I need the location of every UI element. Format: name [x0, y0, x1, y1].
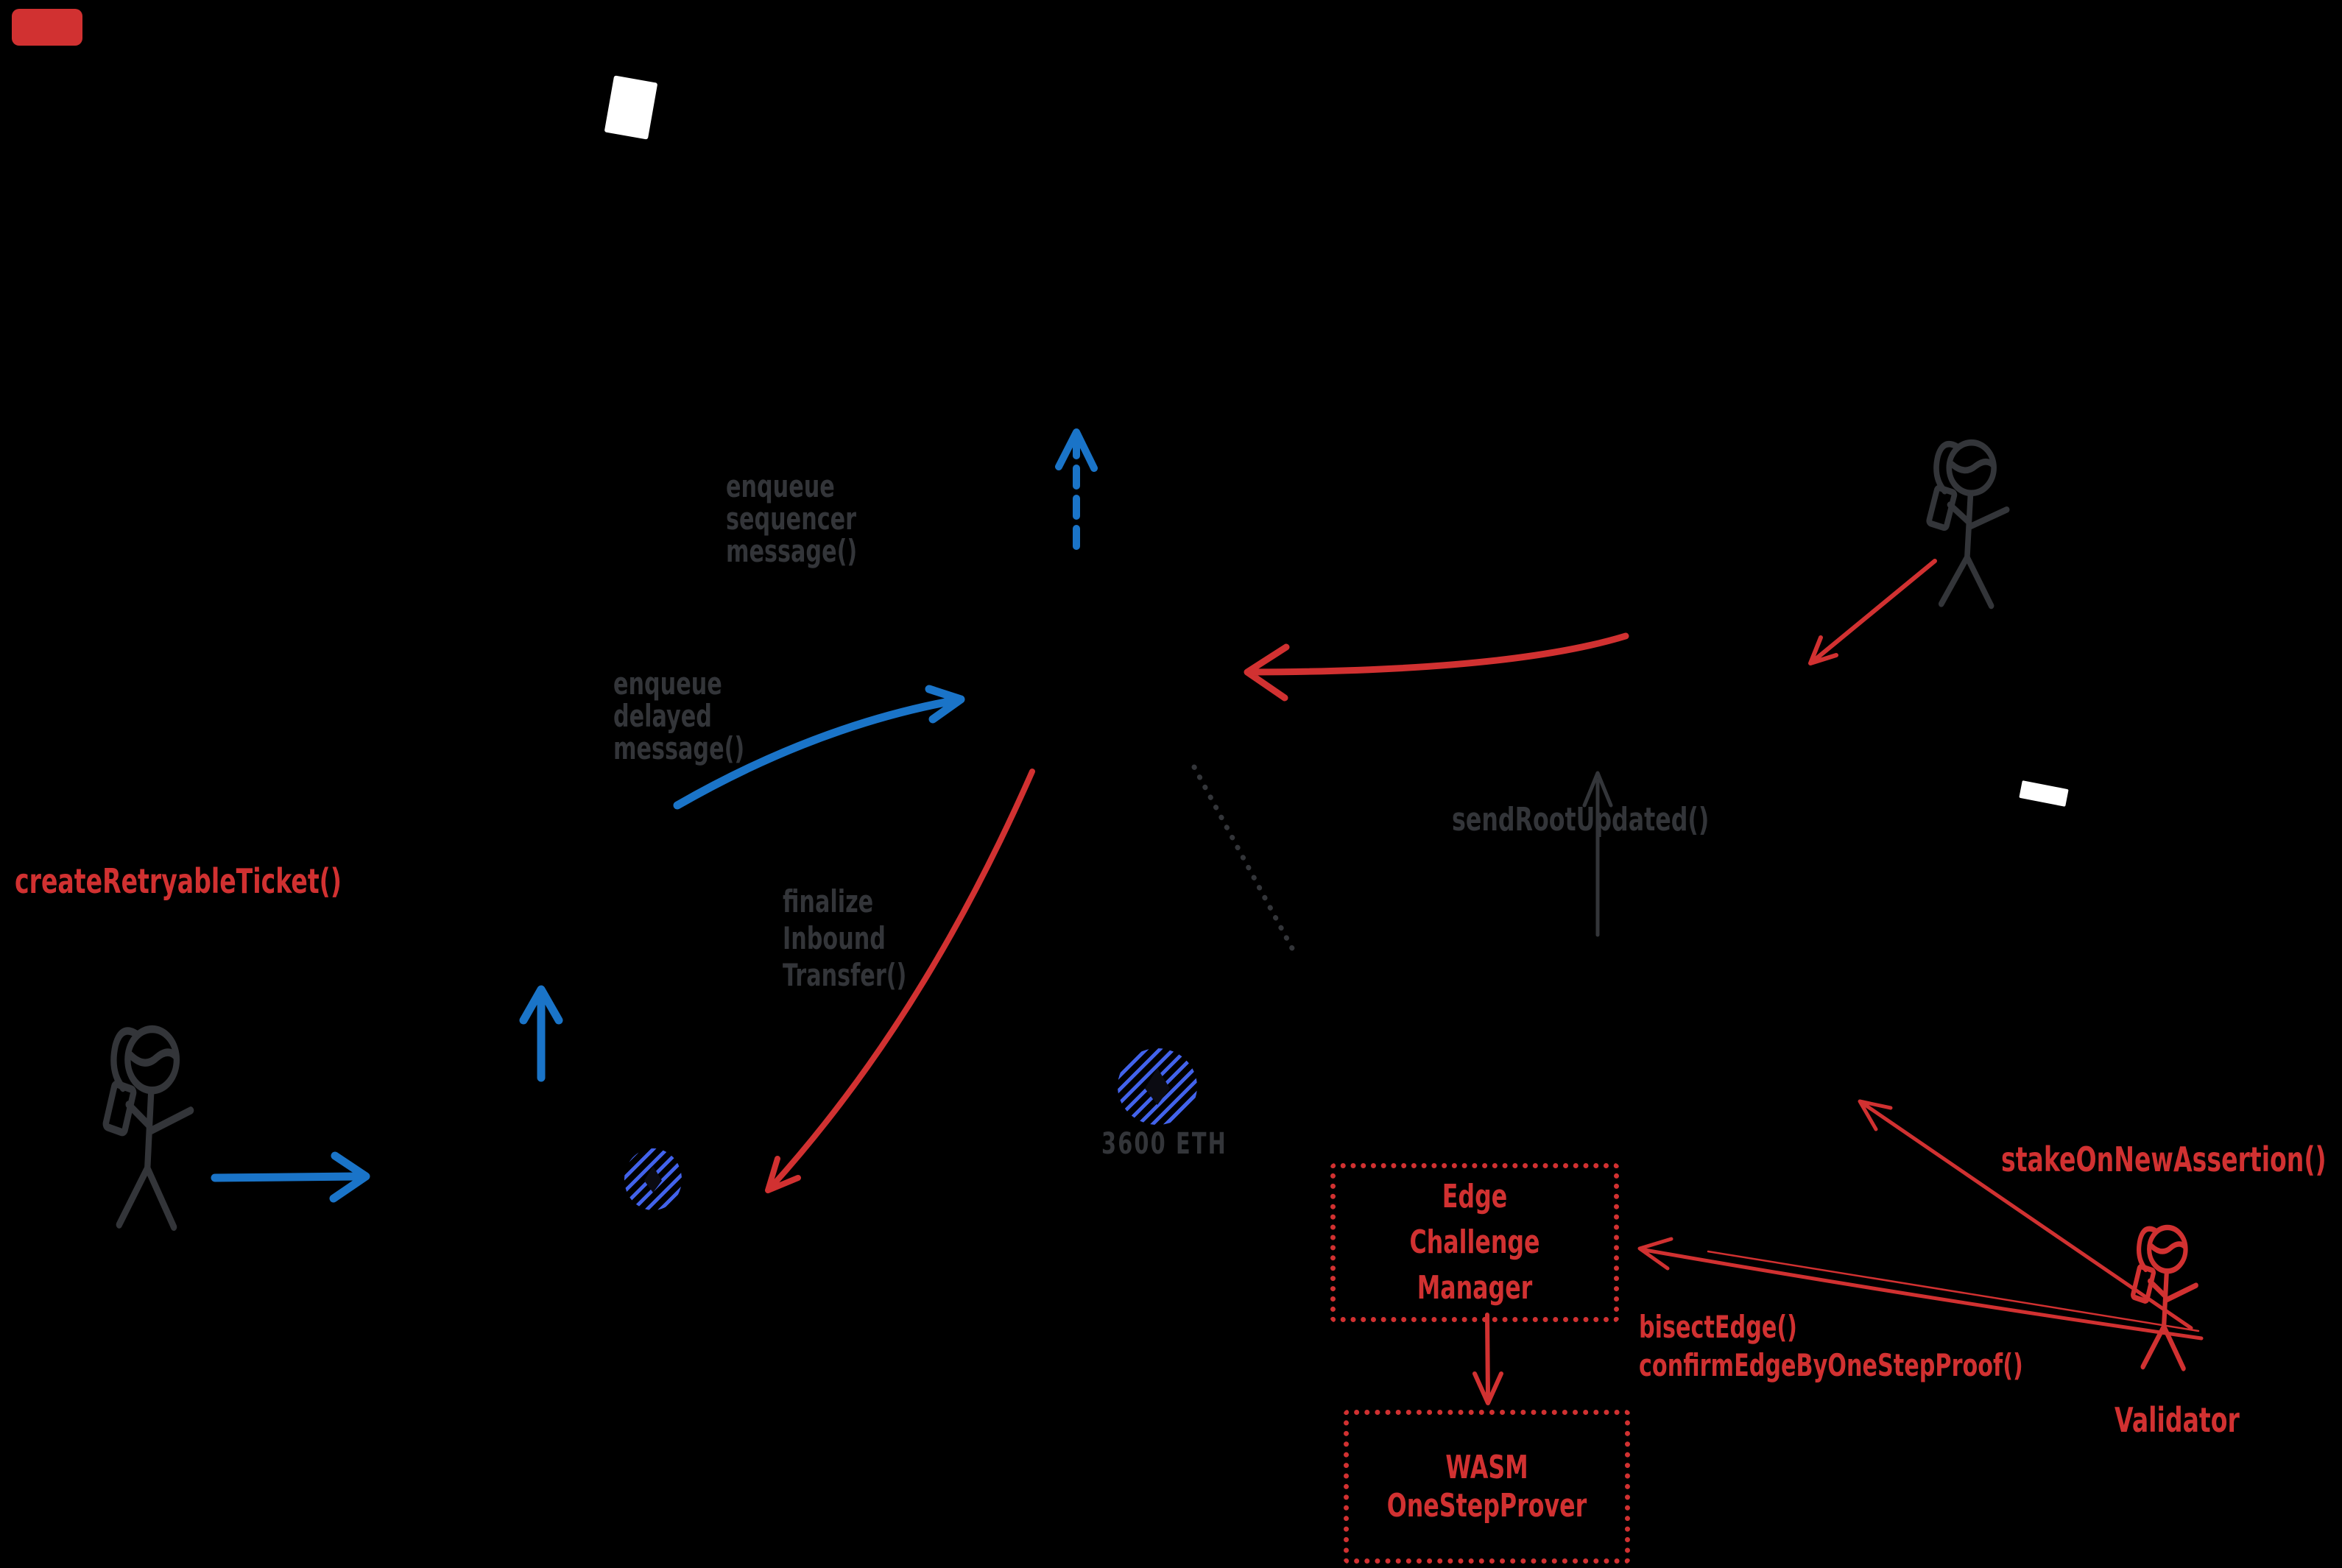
finalize-inbound-transfer-label: finalize Inbound Transfer() — [783, 883, 907, 993]
enqueue-delayed-message-label: enqueue delayed message() — [613, 665, 745, 766]
sequencer-feed-dashed-arrow-head — [1055, 428, 1098, 472]
wasm-one-step-prover-label: WASM OneStepProver — [1386, 1448, 1587, 1525]
enqueue-sequencer-message-label: enqueue sequencer message() — [726, 468, 858, 569]
user-figure — [105, 1029, 191, 1227]
staker-figure — [1928, 442, 2006, 606]
eth-coin-icon — [1118, 1048, 1197, 1125]
send-root-updated-label: sendRootUpdated() — [1452, 801, 1710, 838]
eth-coin-small-icon — [624, 1148, 682, 1210]
stake-on-new-assertion-arrow — [1858, 1099, 2193, 1330]
edge-challenge-manager-box: Edge Challenge Manager — [1330, 1163, 1619, 1322]
assertion-arrow — [1244, 632, 1629, 702]
bisect-edge-calls-label: bisectEdge() confirmEdgeByOneStepProof() — [1639, 1309, 2023, 1383]
enqueue-delayed-arrow — [673, 685, 965, 810]
send-root-updated-arrow — [1582, 771, 1613, 937]
create-retryable-ticket-label: createRetryableTicket() — [15, 861, 342, 901]
validator-label: Validator — [2114, 1400, 2240, 1440]
eth-amount-label: 3600 ETH — [1101, 1127, 1227, 1161]
wasm-one-step-prover-box: WASM OneStepProver — [1344, 1410, 1630, 1564]
edge-challenge-manager-label: Edge Challenge Manager — [1409, 1178, 1540, 1307]
bisect-edge-arrow-second-stroke — [1707, 1250, 2200, 1332]
stake-on-new-assertion-label: stakeOnNewAssertion() — [2001, 1140, 2327, 1179]
finalize-inbound-arrow — [765, 769, 1035, 1193]
one-step-prover-arrow — [1472, 1313, 1503, 1405]
bisect-edge-arrow — [1637, 1237, 2204, 1341]
staker-arrow — [1808, 559, 1937, 665]
escrow-dotted-line — [1191, 764, 1296, 953]
validator-figure — [2132, 1227, 2195, 1369]
red-corner-marker-icon — [12, 9, 82, 46]
deposit-arrow — [211, 1151, 370, 1203]
delayed-inbox-up-arrow — [519, 985, 563, 1082]
